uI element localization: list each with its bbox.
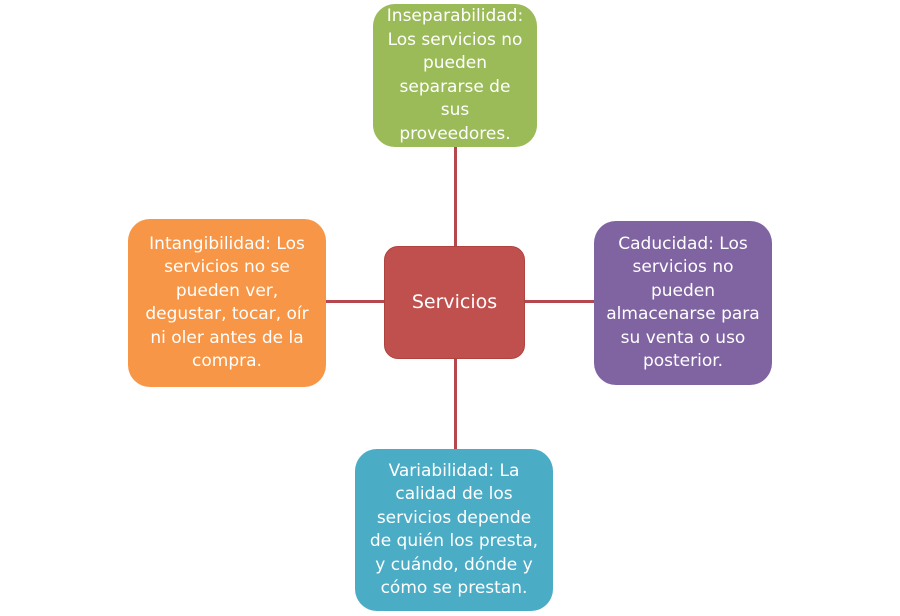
connector-top [454, 147, 457, 246]
node-inseparabilidad-text: Inseparabilidad: Los servicios no pueden… [386, 6, 524, 144]
connector-right [525, 300, 594, 303]
node-caducidad-text: Caducidad: Los servicios no pueden almac… [606, 233, 760, 372]
node-variabilidad-text: Variabilidad: La calidad de los servicio… [369, 460, 539, 599]
node-intangibilidad-text: Intangibilidad: Los servicios no se pued… [145, 233, 309, 372]
node-intangibilidad: Intangibilidad: Los servicios no se pued… [128, 219, 326, 387]
connector-left [326, 300, 384, 303]
node-variabilidad: Variabilidad: La calidad de los servicio… [355, 449, 553, 611]
node-servicios: Servicios [384, 246, 525, 359]
node-caducidad: Caducidad: Los servicios no pueden almac… [594, 221, 772, 385]
node-servicios-label: Servicios [411, 290, 498, 313]
connector-bottom [454, 359, 457, 449]
node-inseparabilidad: Inseparabilidad: Los servicios no pueden… [373, 4, 537, 147]
